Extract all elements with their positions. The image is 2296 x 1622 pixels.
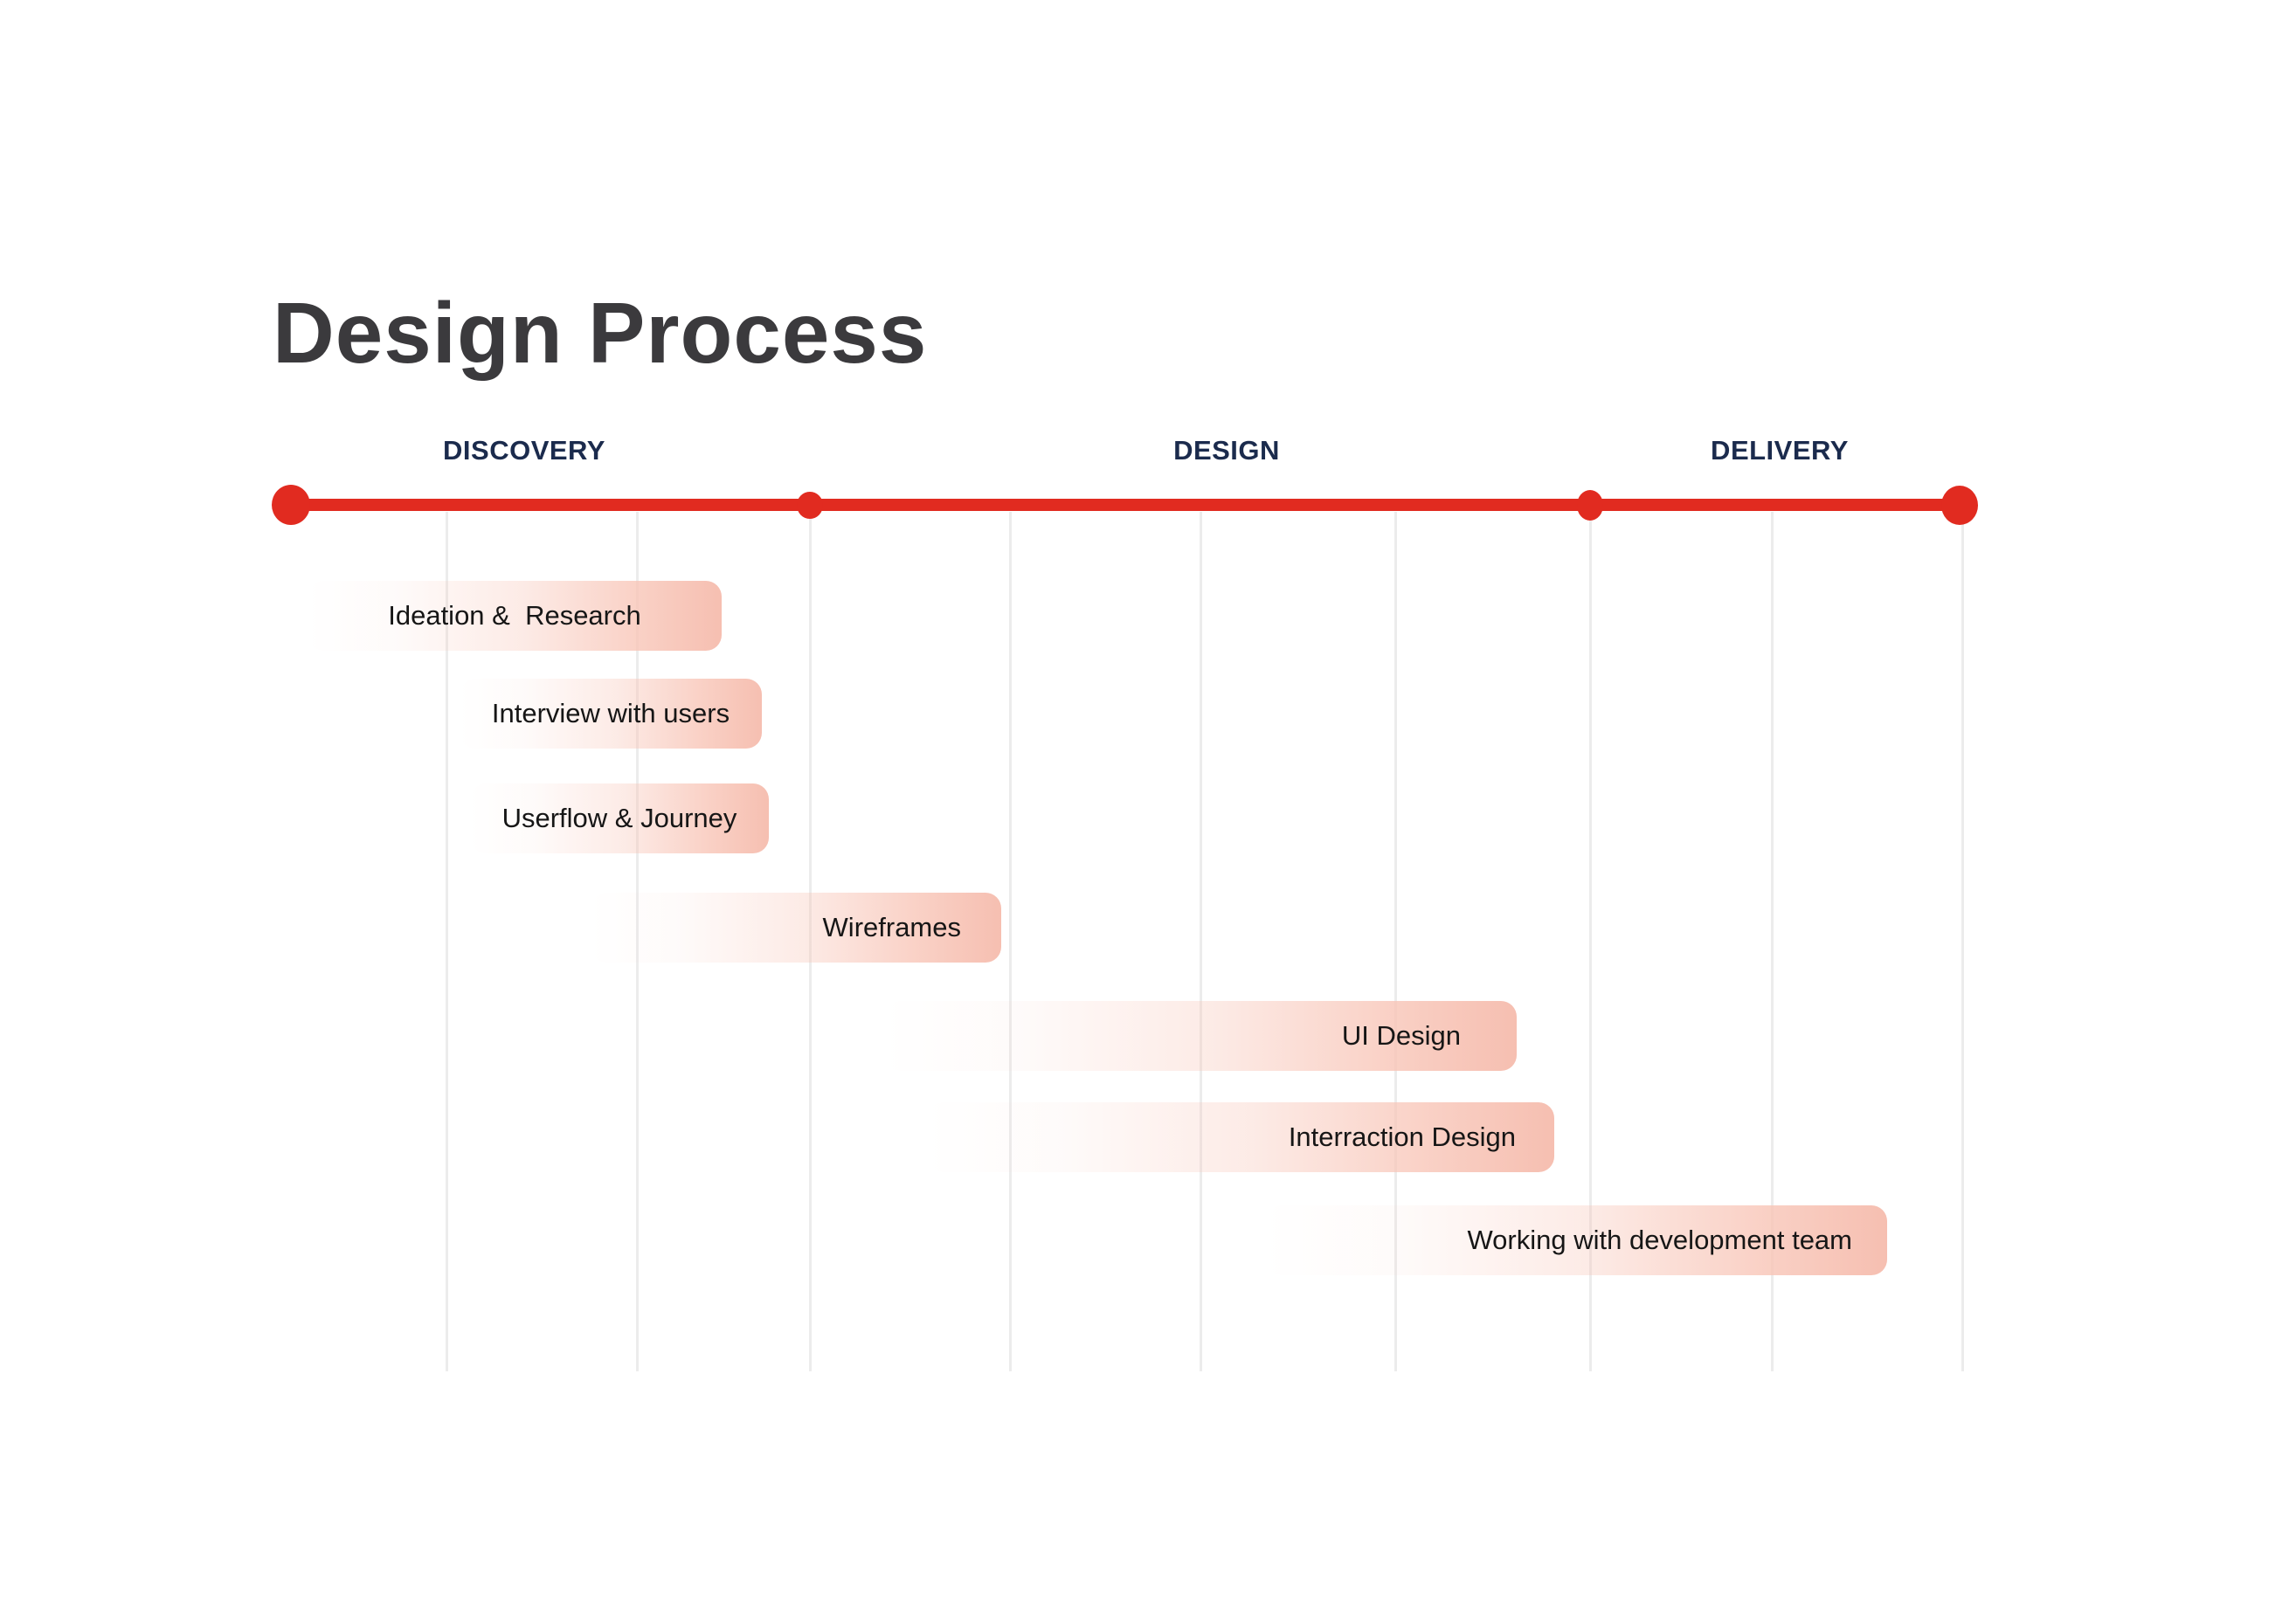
timeline-dot-end — [1941, 486, 1978, 525]
task-bar-interraction-design: Interraction Design — [927, 1102, 1554, 1172]
task-label: Interview with users — [491, 698, 730, 728]
phase-label-design: DESIGN — [1173, 435, 1280, 466]
task-bar-interview-with-users: Interview with users — [460, 679, 762, 749]
gridline — [1200, 512, 1202, 1371]
task-bar-userflow-journey: Userflow & Journey — [470, 783, 769, 853]
task-label: UI Design — [1341, 1020, 1461, 1051]
timeline-dot-start — [272, 485, 310, 525]
task-bar-wireframes: Wireframes — [591, 893, 1001, 963]
gridline — [1961, 512, 1964, 1371]
task-bar-ui-design: UI Design — [884, 1001, 1517, 1071]
task-bar-ideation-research: Ideation & Research — [308, 581, 722, 651]
task-label: Ideation & Research — [388, 600, 641, 631]
task-label: Wireframes — [822, 912, 961, 942]
page-title: Design Process — [273, 285, 928, 381]
task-bar-working-with-development-team: Working with development team — [1265, 1205, 1887, 1275]
gridline — [1009, 512, 1012, 1371]
timeline-line — [291, 499, 1960, 511]
phase-label-delivery: DELIVERY — [1711, 435, 1849, 466]
gridline — [1771, 512, 1774, 1371]
timeline-dot-discovery-design — [797, 492, 823, 519]
gridline — [446, 512, 448, 1371]
gridline — [1394, 512, 1397, 1371]
task-label: Working with development team — [1467, 1225, 1852, 1255]
task-label: Interraction Design — [1288, 1122, 1516, 1152]
timeline-dot-design-delivery — [1577, 490, 1603, 521]
gridline — [1589, 512, 1592, 1371]
phase-label-discovery: DISCOVERY — [443, 435, 605, 466]
task-label: Userflow & Journey — [501, 803, 737, 833]
